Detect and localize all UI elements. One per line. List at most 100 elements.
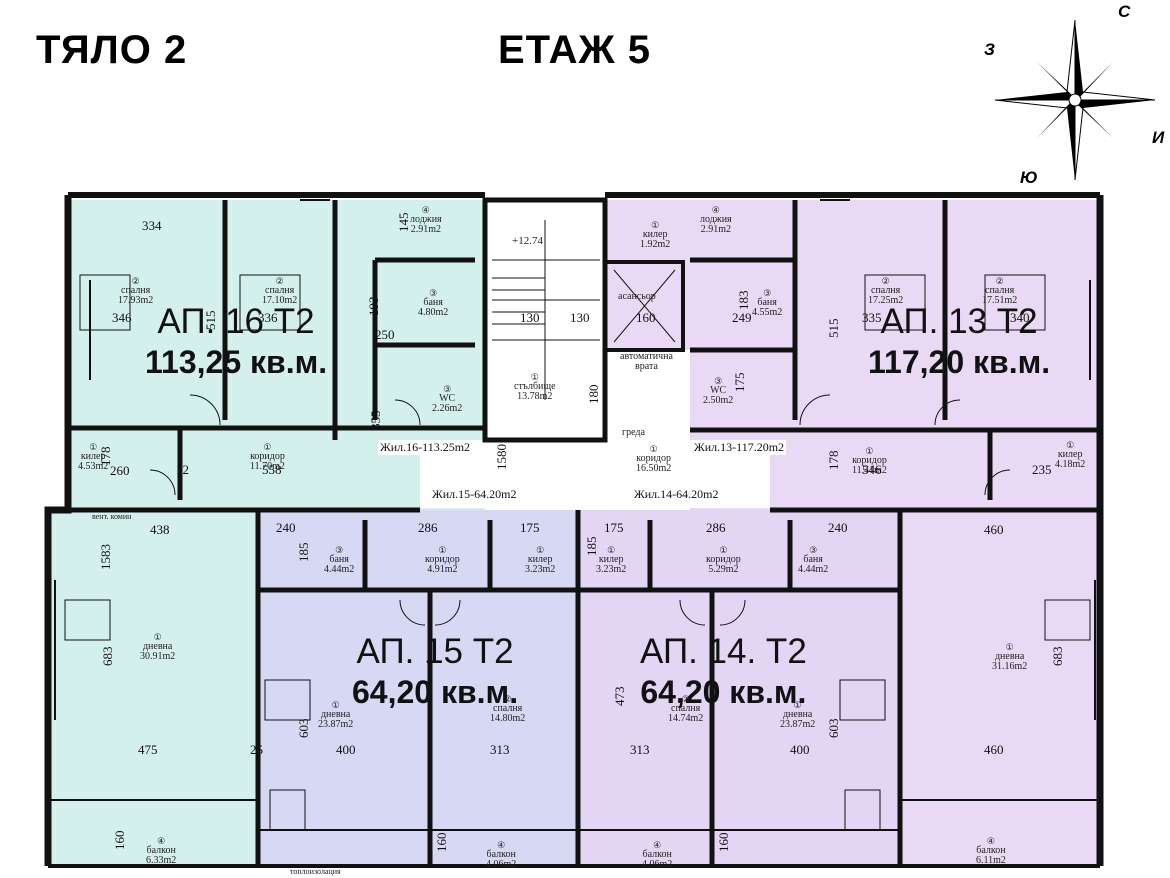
dimension: 346 — [112, 310, 132, 325]
dimension: 473 — [612, 686, 627, 707]
dimension: 313 — [490, 742, 510, 757]
dimension: 160 — [636, 310, 656, 325]
compass-rose — [994, 19, 1156, 181]
level-mark: +12.74 — [512, 235, 543, 247]
residence-14-area-label: Жил.14-64.20m2 — [632, 487, 721, 502]
apartment-15-name: АП. 15 Т2 — [356, 632, 514, 671]
residence-15-area-label: Жил.15-64.20m2 — [430, 487, 519, 502]
dimension: 249 — [732, 310, 752, 325]
apartment-15-label: АП. 15 Т2 64,20 кв.м. — [352, 632, 518, 712]
apartment-13-area: 117,20 кв.м. — [868, 344, 1051, 380]
dimension: 185 — [296, 542, 311, 563]
stair-flights — [492, 220, 600, 400]
dimension: 160 — [112, 830, 127, 851]
apartment-16-name: АП. 16 Т2 — [157, 302, 315, 341]
dimension: 603 — [296, 718, 311, 739]
apartment-16-area: 113,25 кв.м. — [145, 344, 328, 380]
dimension: 438 — [150, 522, 170, 537]
elevator-shaft — [603, 260, 685, 352]
insulation-label: топлоизолация — [290, 867, 341, 876]
apartment-13-label: АП. 13 Т2 117,20 кв.м. — [868, 302, 1050, 382]
zone-ap15 — [258, 510, 578, 866]
dimension: 475 — [138, 742, 158, 757]
apartment-15-area: 64,20 кв.м. — [352, 674, 519, 710]
door-swings — [149, 394, 1011, 626]
compass-north-label: С — [1118, 2, 1131, 21]
dimension: 400 — [790, 742, 810, 757]
ap14-walls — [578, 520, 900, 866]
dimension: 558 — [262, 462, 282, 477]
ap15-walls — [258, 510, 581, 866]
floor-title: ЕТАЖ 5 — [498, 28, 651, 72]
residence-13-area-label: Жил.13-117.20m2 — [692, 440, 787, 455]
compass-west-label: З — [984, 40, 995, 59]
dimension: 240 — [276, 520, 296, 535]
compass-south-label: Ю — [1020, 168, 1038, 187]
dimension: 335 — [862, 310, 882, 325]
dimension: 145 — [396, 212, 411, 233]
dimension: 130 — [520, 310, 540, 325]
ap16-walls — [68, 200, 485, 866]
outer-wall-left — [44, 195, 72, 866]
apartment-14-name: АП. 14. Т2 — [640, 632, 807, 671]
dimension: 12 — [176, 462, 189, 477]
dimension: 250 — [375, 327, 395, 342]
ap13-walls — [690, 200, 1100, 866]
dimension: 160 — [716, 832, 731, 853]
dimension: 683 — [100, 646, 115, 667]
furniture — [64, 274, 1091, 831]
dimension: 240 — [828, 520, 848, 535]
dimension: 235 — [1032, 462, 1052, 477]
dimension: 1583 — [98, 544, 113, 570]
compass-east-label: И — [1152, 128, 1165, 147]
dimension: 185 — [584, 536, 599, 557]
dimension: 175 — [520, 520, 540, 535]
dimension: 286 — [418, 520, 438, 535]
zone-ap16-living — [48, 510, 258, 866]
dimension: 260 — [110, 463, 130, 478]
dimension: 400 — [336, 742, 356, 757]
dimension: 193 — [366, 296, 381, 317]
elevator-cross — [613, 269, 676, 343]
zone-ap14 — [578, 510, 900, 866]
balconies — [48, 799, 1100, 866]
apartment-13-name: АП. 13 Т2 — [880, 302, 1038, 341]
dimension: 460 — [984, 742, 1004, 757]
dimension: 178 — [98, 446, 113, 467]
dimension: 160 — [434, 832, 449, 853]
dimension: 130 — [570, 310, 590, 325]
apartment-16-label: АП. 16 Т2 113,25 кв.м. — [145, 302, 327, 382]
dimension: 460 — [984, 522, 1004, 537]
dimension: 25 — [250, 742, 263, 757]
dimension: 515 — [203, 310, 218, 331]
dimension: 515 — [826, 318, 841, 339]
dimension: 1580 — [494, 444, 509, 470]
dimension: 336 — [258, 310, 278, 325]
